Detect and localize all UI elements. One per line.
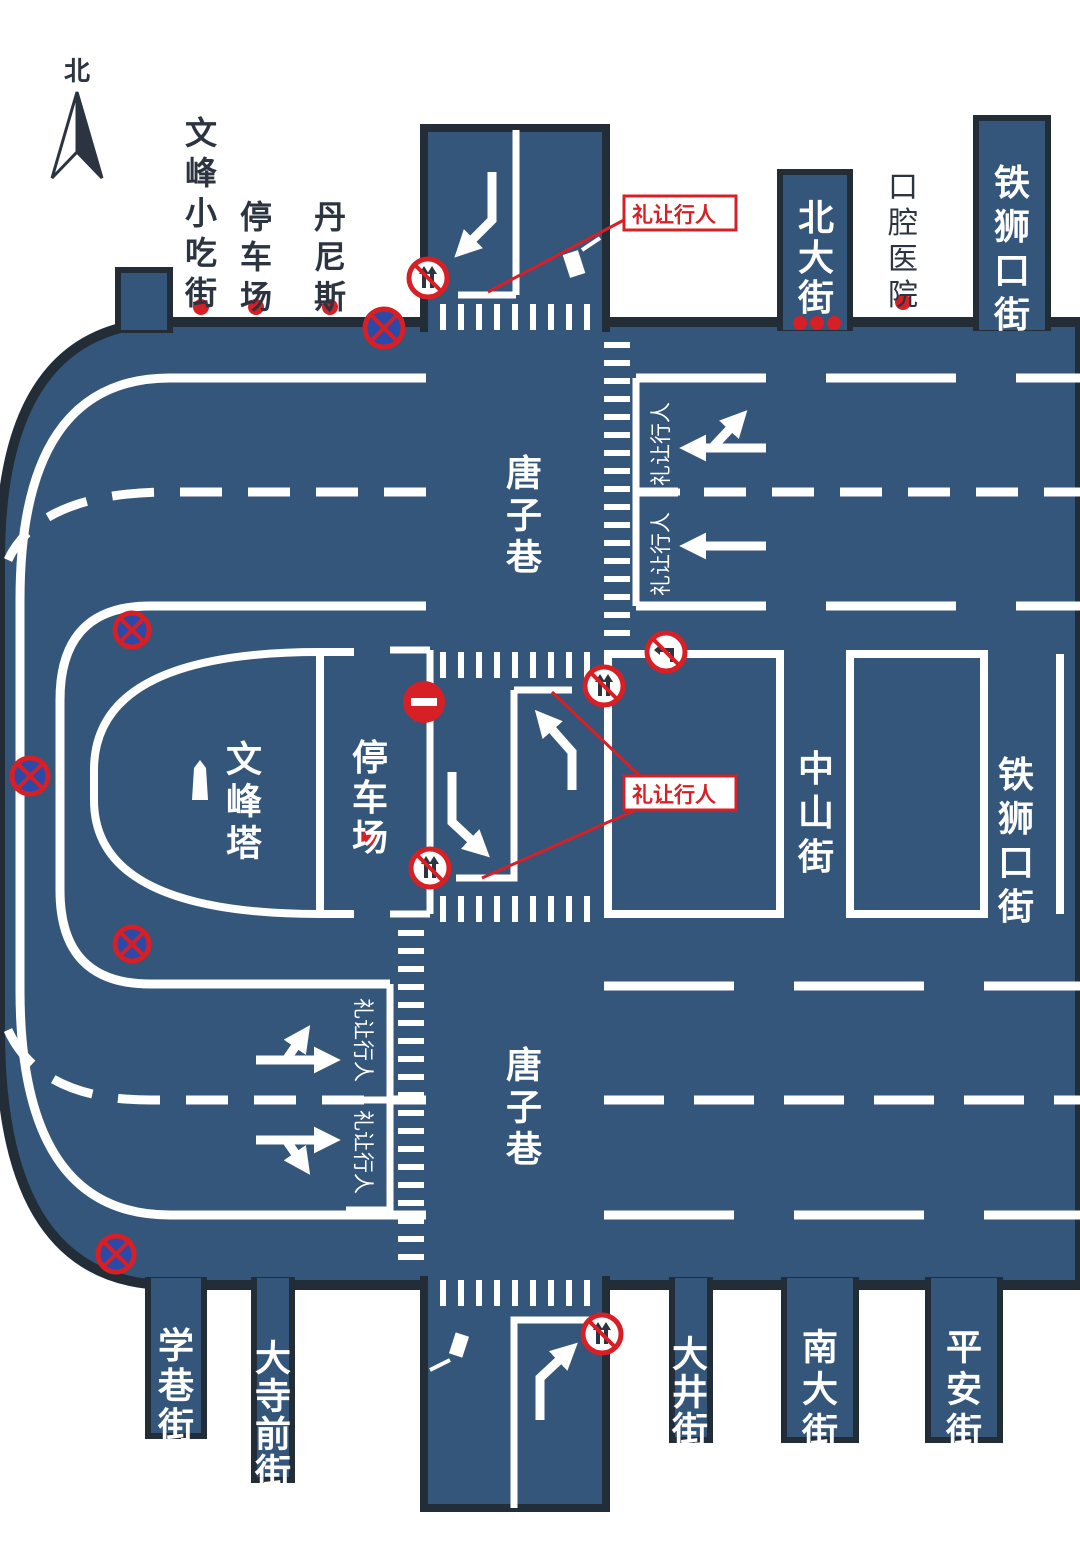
poi-dot bbox=[793, 316, 807, 330]
callout-top: 礼让行人 bbox=[487, 194, 738, 294]
road-label-dajingjie: 大井街 bbox=[671, 1334, 708, 1451]
poi-dots bbox=[193, 294, 911, 846]
arrow-east-left-upper bbox=[708, 410, 748, 452]
no-u-turn-icon bbox=[582, 664, 626, 708]
compass: 北 bbox=[50, 57, 104, 180]
no-u-turn-icon bbox=[406, 256, 450, 300]
road-label-beidajie: 北大街 bbox=[797, 198, 834, 319]
arrow-north-spur-left bbox=[454, 172, 497, 258]
no-u-turn-icon bbox=[408, 846, 452, 890]
lane-markings bbox=[3, 130, 1080, 1508]
road-label-tangzixiang-south: 唐子巷 bbox=[505, 1045, 543, 1171]
no-parking-icon bbox=[9, 755, 51, 797]
no-parking-icon bbox=[112, 610, 152, 650]
traffic-signs bbox=[9, 256, 688, 1356]
poi-label-parking-north: 停车场 bbox=[240, 198, 272, 316]
poi-label-dental-hospital: 口腔医院 bbox=[888, 170, 918, 313]
vertical-labels: 文峰小吃街 停车场 丹尼斯 口腔医院 北大街 铁狮口街 唐子巷 中山街 铁狮口街… bbox=[157, 114, 1034, 1493]
poi-dot bbox=[895, 294, 911, 310]
no-u-turn-icon bbox=[580, 1312, 624, 1356]
yield-marking-west-upper: 礼让行人 bbox=[351, 998, 375, 1082]
road-label-tangzixiang-north: 唐子巷 bbox=[505, 453, 543, 579]
poi-dot bbox=[248, 299, 264, 315]
poi-label-wenfeng-tower: 文峰塔 bbox=[226, 740, 263, 865]
poi-dot bbox=[361, 830, 377, 846]
road-network bbox=[0, 115, 1080, 1512]
road-label-zhongshanjie: 中山街 bbox=[797, 749, 834, 878]
no-parking-icon bbox=[362, 306, 406, 350]
road-label-tieshikoujie-east: 铁狮口街 bbox=[997, 755, 1034, 928]
arrow-west-right-lower bbox=[282, 1137, 311, 1175]
compass-label: 北 bbox=[64, 57, 90, 87]
callout-top-text: 礼让行人 bbox=[632, 203, 716, 227]
no-left-turn-icon bbox=[644, 630, 688, 674]
crosswalk-center-south bbox=[440, 896, 590, 922]
callout-middle-text: 礼让行人 bbox=[632, 783, 716, 807]
yield-markings: 礼让行人 礼让行人 礼让行人 礼让行人 bbox=[351, 402, 673, 1194]
road-label-tieshikoujie-north: 铁狮口街 bbox=[993, 163, 1030, 336]
crosswalk-east bbox=[604, 342, 630, 636]
poi-dot bbox=[810, 316, 824, 330]
no-entry-icon bbox=[403, 681, 445, 723]
crosswalks bbox=[398, 304, 630, 1306]
yield-marking-west-lower: 礼让行人 bbox=[351, 1110, 375, 1194]
poi-dot bbox=[193, 299, 209, 315]
road-label-xuexiangjie: 学巷街 bbox=[157, 1325, 195, 1447]
crosswalk-west bbox=[398, 930, 424, 1260]
yield-marking-east-upper: 礼让行人 bbox=[649, 402, 673, 486]
direction-arrows bbox=[256, 172, 766, 1420]
camera-icon bbox=[562, 236, 602, 278]
arrow-west-left-upper bbox=[282, 1025, 311, 1063]
no-parking-icon bbox=[112, 924, 152, 964]
road-label-nandajie: 南大街 bbox=[801, 1328, 838, 1453]
crosswalk-center-north bbox=[440, 652, 590, 678]
crosswalk-south bbox=[440, 1280, 590, 1306]
poi-dot bbox=[322, 299, 338, 315]
poi-label-wenfeng-snack-street: 文峰小吃街 bbox=[184, 114, 217, 312]
camera-icon bbox=[429, 1332, 470, 1372]
yield-marking-east-lower: 礼让行人 bbox=[649, 512, 673, 596]
road-label-pinganjie: 平安街 bbox=[945, 1328, 982, 1453]
road-label-dasiqianjie: 大寺前街 bbox=[254, 1338, 291, 1493]
no-parking-icon bbox=[95, 1233, 137, 1275]
crosswalk-north bbox=[440, 304, 590, 330]
poi-label-dennys: 丹尼斯 bbox=[314, 198, 346, 316]
poi-dot bbox=[827, 316, 841, 330]
poi-label-parking-center: 停车场 bbox=[352, 738, 388, 859]
tower-icon bbox=[192, 760, 208, 800]
arrow-center-up-left bbox=[534, 709, 577, 790]
arrow-center-down-right bbox=[447, 772, 490, 858]
callout-middle: 礼让行人 bbox=[481, 690, 738, 880]
arrow-south-spur-right bbox=[535, 1342, 578, 1420]
